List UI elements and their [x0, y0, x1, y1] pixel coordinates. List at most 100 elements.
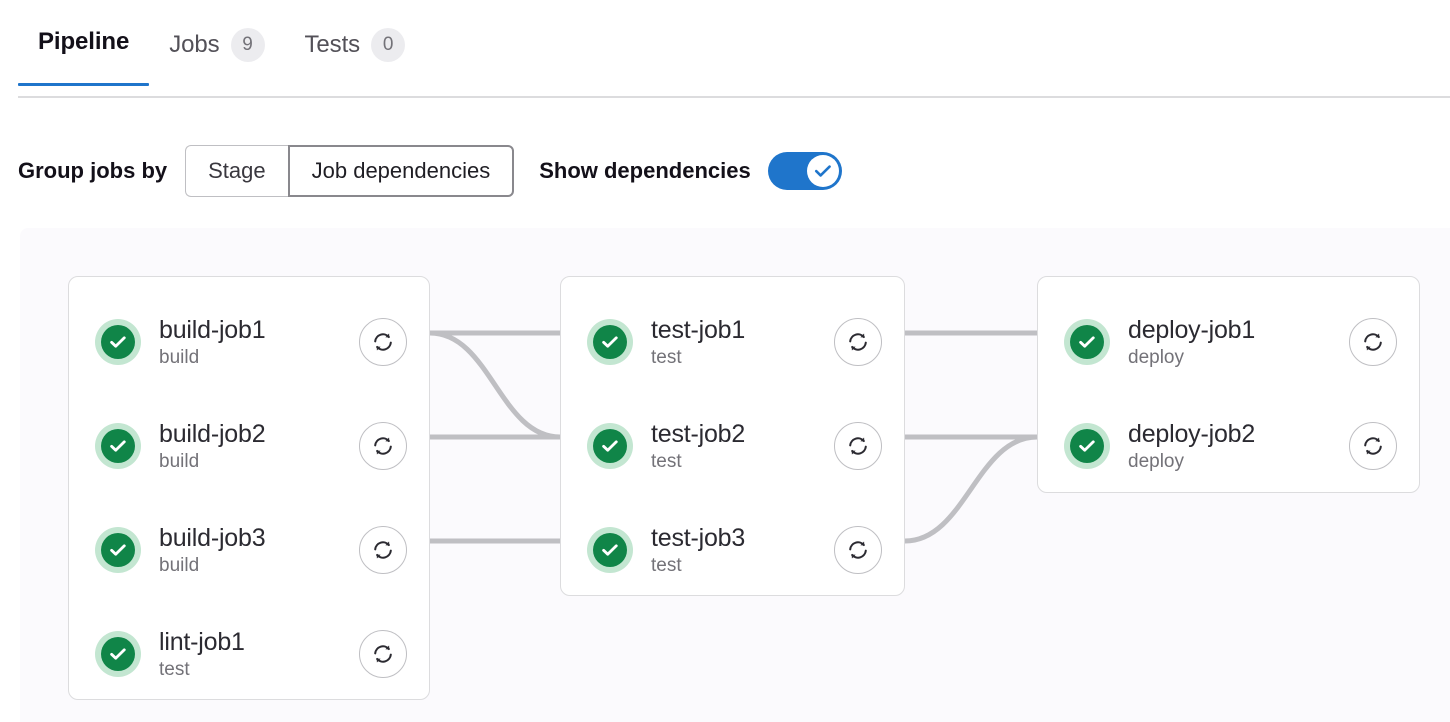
- tab-list: Pipeline Jobs 9 Tests 0: [18, 0, 425, 92]
- retry-glyph: [849, 541, 867, 559]
- retry-icon[interactable]: [1349, 422, 1397, 470]
- job-name: lint-job1: [159, 627, 245, 656]
- status-icon-inner: [101, 533, 135, 567]
- stage-card-1: build-job1 build build-job2 build: [68, 276, 430, 700]
- show-dependencies-label: Show dependencies: [539, 158, 751, 183]
- check-icon: [602, 336, 618, 348]
- job-row-test-job1[interactable]: test-job1 test: [561, 306, 904, 378]
- graph-controls: Group jobs by Stage Job dependencies Sho…: [18, 145, 842, 197]
- toggle-knob: [806, 155, 839, 187]
- pipeline-tabbar: Pipeline Jobs 9 Tests 0: [0, 0, 1450, 98]
- job-name: test-job3: [651, 523, 746, 552]
- job-row-build-job1[interactable]: build-job1 build: [69, 306, 429, 378]
- job-name: deploy-job1: [1128, 315, 1256, 344]
- check-icon: [110, 336, 126, 348]
- tab-tests[interactable]: Tests 0: [285, 0, 426, 92]
- job-stage-name: deploy: [1128, 450, 1184, 472]
- tab-pipeline-label: Pipeline: [38, 28, 130, 55]
- group-by-job-dependencies-button[interactable]: Job dependencies: [287, 145, 515, 197]
- tab-tests-badge: 0: [371, 28, 406, 62]
- job-row-test-job2[interactable]: test-job2 test: [561, 410, 904, 482]
- status-success-icon: [587, 527, 633, 573]
- tab-pipeline[interactable]: Pipeline: [18, 0, 150, 86]
- check-icon: [602, 544, 618, 556]
- job-text: test-job1 test: [651, 316, 834, 369]
- status-icon-inner: [101, 429, 135, 463]
- job-row-test-job3[interactable]: test-job3 test: [561, 514, 904, 586]
- job-text: test-job2 test: [651, 420, 834, 473]
- tabbar-divider: [18, 96, 1450, 98]
- retry-glyph: [1364, 333, 1382, 351]
- retry-icon[interactable]: [834, 422, 882, 470]
- tab-jobs-badge: 9: [230, 28, 265, 62]
- retry-icon[interactable]: [359, 630, 407, 678]
- job-stage-name: build: [159, 554, 200, 576]
- job-name: build-job2: [159, 419, 266, 448]
- retry-icon[interactable]: [359, 526, 407, 574]
- job-row-deploy-job2[interactable]: deploy-job2 deploy: [1038, 410, 1419, 482]
- job-text: lint-job1 test: [159, 628, 359, 681]
- retry-glyph: [849, 437, 867, 455]
- status-icon-inner: [1070, 429, 1104, 463]
- status-icon-inner: [101, 325, 135, 359]
- job-text: deploy-job1 deploy: [1128, 316, 1349, 369]
- group-jobs-by-label: Group jobs by: [18, 158, 168, 183]
- status-success-icon: [95, 527, 141, 573]
- check-icon: [1079, 336, 1095, 348]
- show-dependencies-toggle[interactable]: [767, 152, 842, 190]
- job-stage-name: test: [651, 346, 682, 368]
- tab-jobs-label: Jobs: [169, 31, 220, 58]
- check-icon: [110, 440, 126, 452]
- check-icon: [602, 440, 618, 452]
- status-success-icon: [95, 423, 141, 469]
- status-success-icon: [95, 631, 141, 677]
- job-row-build-job2[interactable]: build-job2 build: [69, 410, 429, 482]
- status-success-icon: [587, 319, 633, 365]
- job-text: test-job3 test: [651, 524, 834, 577]
- retry-icon[interactable]: [834, 526, 882, 574]
- status-success-icon: [1064, 423, 1110, 469]
- dependency-link: [904, 434, 1038, 544]
- status-icon-inner: [593, 533, 627, 567]
- job-text: build-job1 build: [159, 316, 359, 369]
- check-icon: [110, 544, 126, 556]
- job-row-build-job3[interactable]: build-job3 build: [69, 514, 429, 586]
- job-name: build-job3: [159, 523, 266, 552]
- stage-card-3: deploy-job1 deploy deploy-job2 deploy: [1037, 276, 1420, 493]
- job-stage-name: build: [159, 346, 200, 368]
- retry-glyph: [374, 541, 392, 559]
- status-icon-inner: [1070, 325, 1104, 359]
- job-stage-name: test: [159, 658, 190, 680]
- pipeline-graph-canvas[interactable]: build-job1 build build-job2 build: [20, 228, 1450, 722]
- job-stage-name: deploy: [1128, 346, 1184, 368]
- job-name: build-job1: [159, 315, 266, 344]
- stage-card-2: test-job1 test test-job2 test: [560, 276, 905, 596]
- retry-icon[interactable]: [359, 422, 407, 470]
- retry-icon[interactable]: [359, 318, 407, 366]
- tab-active-indicator: [18, 83, 150, 86]
- check-icon: [1079, 440, 1095, 452]
- retry-icon[interactable]: [1349, 318, 1397, 366]
- job-row-lint-job1[interactable]: lint-job1 test: [69, 618, 429, 690]
- job-name: deploy-job2: [1128, 419, 1256, 448]
- status-icon-inner: [101, 637, 135, 671]
- tab-jobs[interactable]: Jobs 9: [149, 0, 284, 92]
- job-text: build-job3 build: [159, 524, 359, 577]
- job-stage-name: build: [159, 450, 200, 472]
- job-text: deploy-job2 deploy: [1128, 420, 1349, 473]
- job-name: test-job2: [651, 419, 746, 448]
- job-row-deploy-job1[interactable]: deploy-job1 deploy: [1038, 306, 1419, 378]
- job-stage-name: test: [651, 450, 682, 472]
- status-icon-inner: [593, 429, 627, 463]
- group-by-stage-button[interactable]: Stage: [185, 145, 288, 197]
- status-icon-inner: [593, 325, 627, 359]
- check-icon: [110, 648, 126, 660]
- status-success-icon: [587, 423, 633, 469]
- job-stage-name: test: [651, 554, 682, 576]
- retry-icon[interactable]: [834, 318, 882, 366]
- group-jobs-by-segmented-control: Stage Job dependencies: [185, 145, 515, 197]
- job-name: test-job1: [651, 315, 746, 344]
- retry-glyph: [374, 645, 392, 663]
- retry-glyph: [374, 333, 392, 351]
- check-icon: [814, 165, 831, 177]
